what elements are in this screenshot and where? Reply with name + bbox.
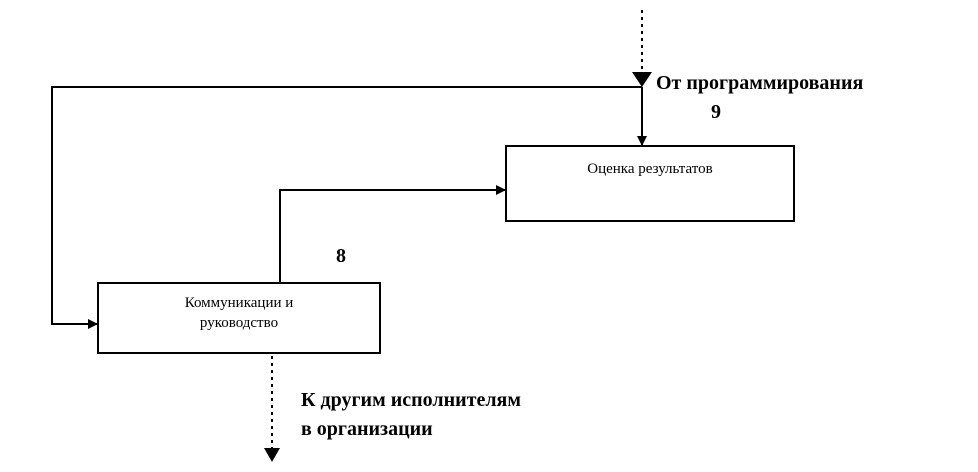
feedback-loop-line — [51, 86, 642, 329]
evaluation-box: Оценка результатов — [505, 145, 795, 222]
outgoing-arrow-icon — [264, 448, 280, 462]
arrow-comm-to-evaluation — [279, 185, 506, 282]
incoming-arrow-icon — [632, 72, 652, 87]
communication-box-label-line1: Коммуникации и — [184, 295, 294, 311]
node-8-label: 8 — [336, 245, 346, 267]
from-programming-label: От программирования — [656, 72, 864, 94]
node-9-label: 9 — [711, 101, 721, 123]
communication-box: Коммуникации и руководство — [97, 282, 381, 354]
evaluation-box-label: Оценка результатов — [587, 161, 713, 177]
to-others-label-line2: в организации — [301, 418, 433, 440]
communication-box-label-line2: руководство — [199, 315, 279, 331]
to-others-label-line1: К другим исполнителям — [301, 389, 521, 411]
